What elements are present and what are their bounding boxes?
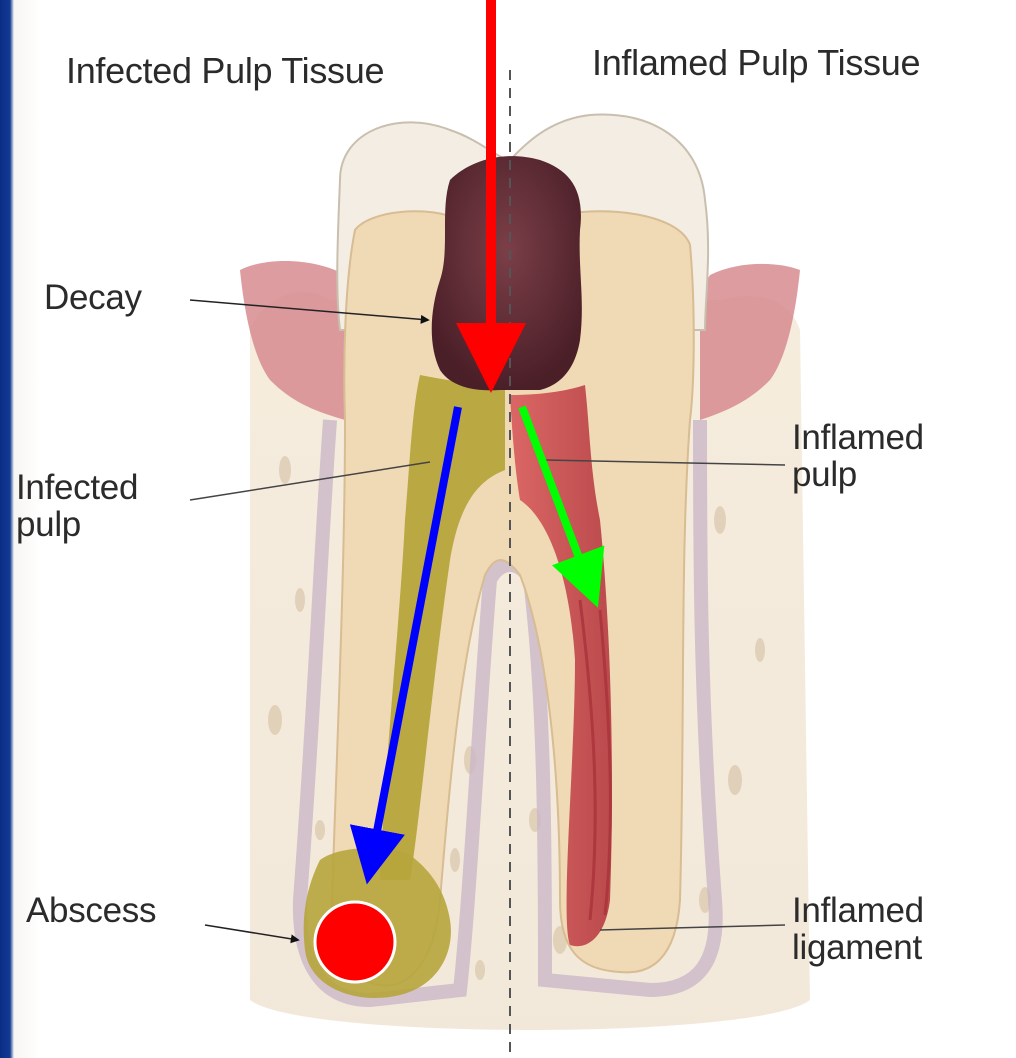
label-inflamed-pulp: Inflamed pulp [792, 420, 924, 494]
label-infected-pulp: Infected pulp [16, 470, 186, 544]
title-inflamed-pulp-tissue: Inflamed Pulp Tissue [592, 44, 920, 82]
label-abscess: Abscess [26, 893, 156, 930]
title-infected-pulp-tissue: Infected Pulp Tissue [66, 52, 384, 90]
abscess-marker-dot [315, 902, 395, 982]
label-inflamed-ligament: Inflamed ligament [792, 893, 924, 967]
label-decay: Decay [44, 280, 142, 317]
decay-cavity [432, 156, 582, 390]
